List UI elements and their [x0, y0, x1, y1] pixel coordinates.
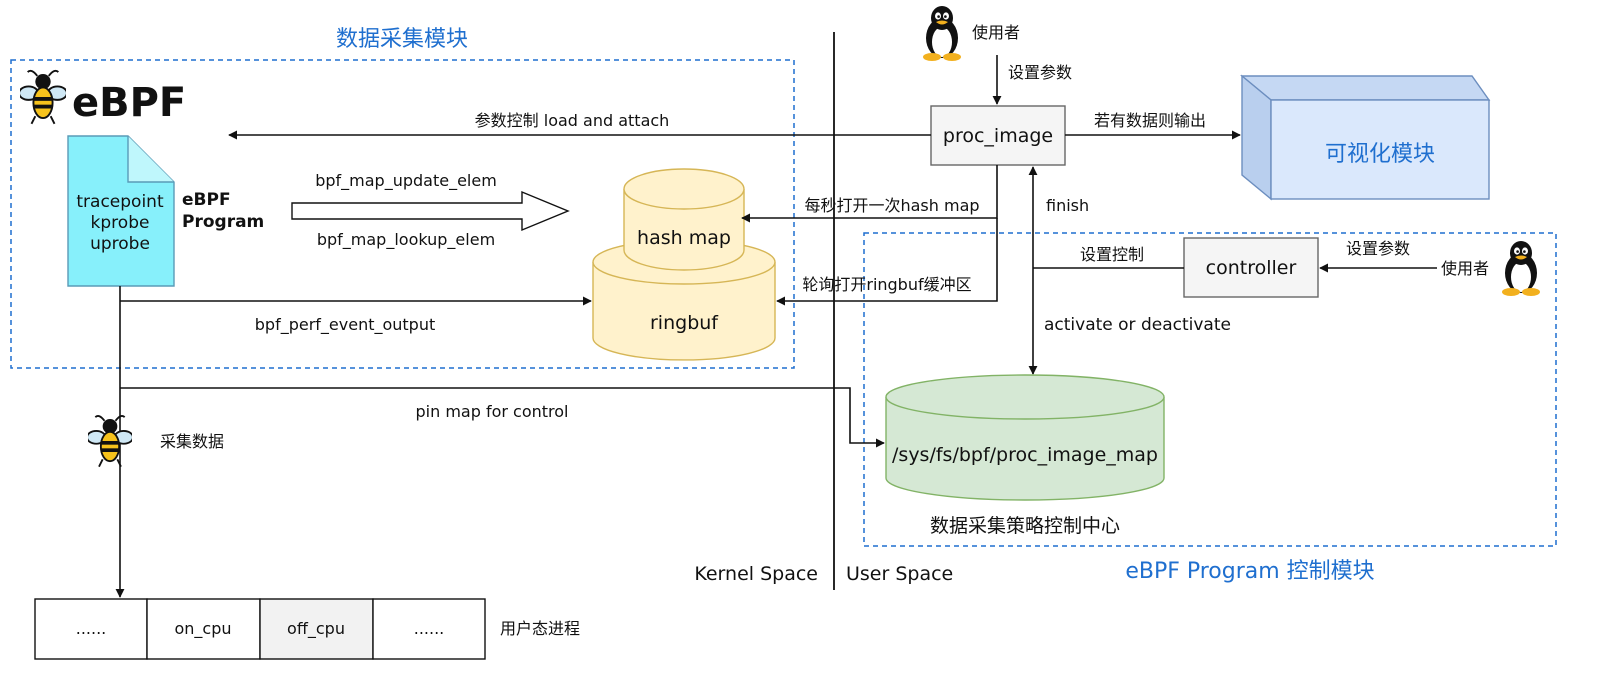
process-cell-3-label: off_cpu	[287, 619, 345, 639]
controller-label: controller	[1206, 257, 1297, 279]
kernel-space-label: Kernel Space	[694, 563, 818, 585]
program-line-uprobe: uprobe	[90, 234, 150, 254]
proc-image-box: proc_image	[930, 105, 1066, 166]
ebpf-logo: eBPF	[20, 69, 186, 126]
program-line-tracepoint: tracepoint	[76, 192, 164, 212]
visual-module-box: 可视化模块	[1240, 74, 1491, 201]
hash-map-cylinder: hash map	[623, 168, 745, 271]
process-cell-3	[259, 598, 374, 660]
process-cell-1-label: ......	[76, 619, 107, 638]
ebpf-logo-text: eBPF	[72, 80, 186, 126]
control-module-title: eBPF Program 控制模块	[1125, 559, 1374, 584]
visual-module-label: 可视化模块	[1325, 142, 1435, 167]
open-hash-label: 每秒打开一次hash map	[804, 196, 979, 215]
poll-ringbuf-label: 轮询打开ringbuf缓冲区	[802, 275, 971, 294]
process-cell-2	[146, 598, 261, 660]
pinned-map-cylinder: /sys/fs/bpf/proc_image_map	[885, 374, 1165, 501]
ebpf-program-doc: tracepoint kprobe uprobe	[67, 135, 175, 287]
user-process-label: 用户态进程	[500, 619, 580, 638]
process-cell-4	[372, 598, 486, 660]
right-user-label: 使用者	[1441, 259, 1489, 278]
map-access-hollow-arrow	[291, 190, 570, 232]
load-attach-label: 参数控制 load and attach	[475, 111, 670, 130]
right-user-tux-icon	[1502, 241, 1540, 296]
collect-data-bee-icon	[88, 414, 132, 468]
collect-module-frame	[10, 59, 795, 369]
user-process-row: ...... on_cpu off_cpu ......	[34, 598, 486, 660]
top-user-label: 使用者	[972, 23, 1020, 42]
activate-label: activate or deactivate	[1044, 315, 1231, 335]
lookup-elem-label: bpf_map_lookup_elem	[317, 230, 495, 250]
top-user-tux-icon	[923, 6, 961, 61]
set-params-top-label: 设置参数	[1008, 63, 1072, 82]
pin-map-label: pin map for control	[415, 402, 568, 421]
hash-map-label: hash map	[637, 227, 731, 249]
pinned-map-caption: 数据采集策略控制中心	[930, 515, 1120, 537]
ringbuf-label: ringbuf	[650, 312, 719, 334]
controller-box: controller	[1183, 237, 1319, 298]
ebpf-program-label-2: Program	[182, 212, 264, 232]
control-module-frame	[863, 232, 1557, 547]
update-elem-label: bpf_map_update_elem	[315, 171, 497, 191]
finish-label: finish	[1046, 196, 1089, 215]
output-label: 若有数据则输出	[1094, 111, 1206, 130]
process-cell-4-label: ......	[414, 619, 445, 638]
user-space-label: User Space	[846, 563, 953, 585]
collect-module-title: 数据采集模块	[336, 27, 468, 52]
program-line-kprobe: kprobe	[91, 213, 150, 233]
proc-image-label: proc_image	[943, 125, 1053, 147]
ebpf-bee-icon	[20, 69, 66, 125]
pinned-map-label: /sys/fs/bpf/proc_image_map	[892, 444, 1158, 466]
set-control-label: 设置控制	[1080, 245, 1144, 264]
poll-ringbuf-arrow	[776, 218, 998, 306]
perf-output-label: bpf_perf_event_output	[255, 315, 436, 335]
collect-data-label: 采集数据	[160, 432, 224, 451]
process-cell-2-label: on_cpu	[174, 619, 231, 639]
pin-map-arrow	[120, 387, 885, 448]
set-params-right-label: 设置参数	[1346, 239, 1410, 258]
ebpf-program-label-1: eBPF	[182, 190, 231, 210]
